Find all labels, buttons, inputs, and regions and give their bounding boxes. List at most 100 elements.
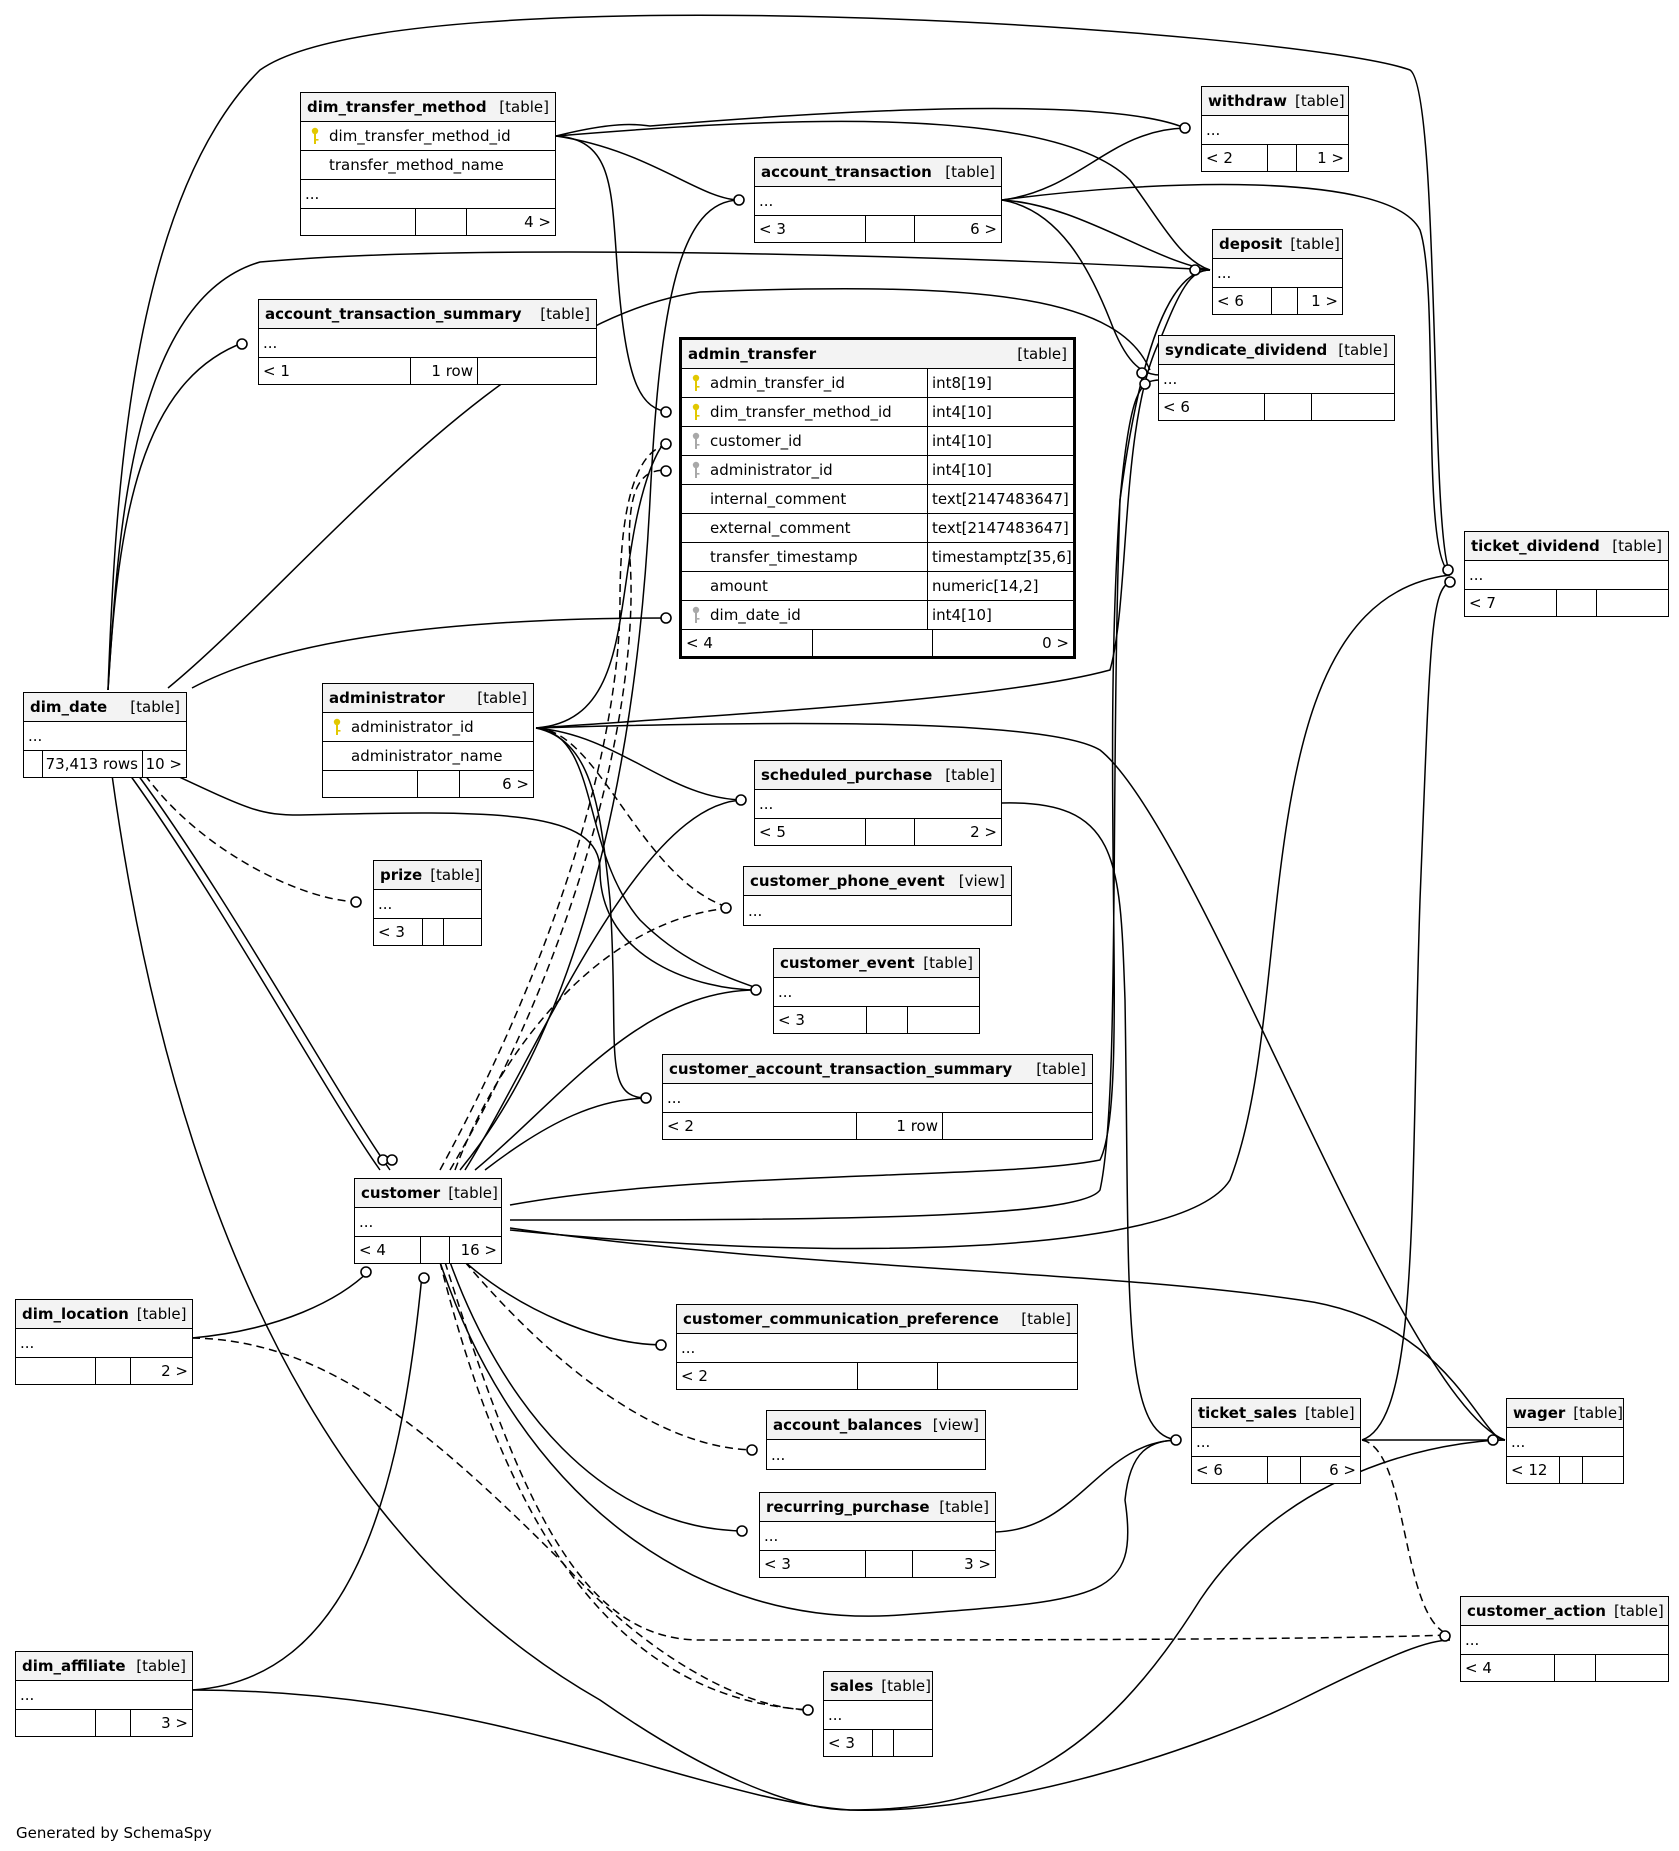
parents-count[interactable]: < 3	[828, 1734, 855, 1752]
table-header[interactable]: account_transaction[table]	[755, 158, 1001, 187]
more-columns-row[interactable]: ...	[767, 1440, 985, 1469]
children-count[interactable]: 6 >	[459, 771, 533, 797]
table-account-balances[interactable]: account_balances[view]...	[766, 1410, 986, 1470]
more-columns-row[interactable]: ...	[755, 187, 1001, 216]
more-columns-row[interactable]: ...	[1192, 1428, 1360, 1457]
table-customer-phone-event[interactable]: customer_phone_event[view]...	[743, 866, 1012, 926]
more-columns-row[interactable]: ...	[374, 890, 481, 919]
parents-count[interactable]: < 2	[1206, 149, 1233, 167]
table-header[interactable]: administrator[table]	[323, 684, 533, 713]
parents-count[interactable]: < 4	[1465, 1659, 1492, 1677]
table-header[interactable]: ticket_sales[table]	[1192, 1399, 1360, 1428]
column-row[interactable]: administrator_name	[323, 742, 533, 771]
table-customer-account-transaction-summary[interactable]: customer_account_transaction_summary[tab…	[662, 1054, 1093, 1140]
more-columns-row[interactable]: ...	[1507, 1428, 1623, 1457]
table-header[interactable]: admin_transfer[table]	[682, 340, 1073, 369]
more-columns-row[interactable]: ...	[744, 896, 1011, 925]
row-count[interactable]: 1 row	[856, 1113, 942, 1139]
column-row[interactable]: transfer_method_name	[301, 151, 555, 180]
children-count[interactable]: 4 >	[466, 209, 555, 235]
more-columns-row[interactable]: ...	[1461, 1626, 1668, 1655]
parents-count[interactable]: < 6	[1217, 292, 1244, 310]
table-header[interactable]: customer[table]	[355, 1179, 501, 1208]
table-header[interactable]: customer_phone_event[view]	[744, 867, 1011, 896]
more-columns-row[interactable]: ...	[1202, 116, 1348, 145]
parents-count[interactable]: < 1	[263, 362, 290, 380]
more-columns-row[interactable]: ...	[301, 180, 555, 209]
more-columns-row[interactable]: ...	[355, 1208, 501, 1237]
table-header[interactable]: customer_action[table]	[1461, 1597, 1668, 1626]
table-header[interactable]: account_balances[view]	[767, 1411, 985, 1440]
table-syndicate-dividend[interactable]: syndicate_dividend[table]...< 6	[1158, 335, 1395, 421]
children-count[interactable]: 10 >	[142, 751, 186, 777]
table-dim-location[interactable]: dim_location[table]...2 >	[15, 1299, 193, 1385]
parents-count[interactable]: < 3	[759, 220, 786, 238]
table-ticket-dividend[interactable]: ticket_dividend[table]...< 7	[1464, 531, 1669, 617]
parents-count[interactable]: < 4	[359, 1241, 386, 1259]
table-header[interactable]: account_transaction_summary[table]	[259, 300, 596, 329]
parents-count[interactable]: < 2	[667, 1117, 694, 1135]
table-header[interactable]: prize[table]	[374, 861, 481, 890]
column-row[interactable]: dim_transfer_method_id	[301, 122, 555, 151]
table-header[interactable]: dim_affiliate[table]	[16, 1652, 192, 1681]
table-header[interactable]: dim_transfer_method[table]	[301, 93, 555, 122]
table-header[interactable]: recurring_purchase[table]	[760, 1493, 995, 1522]
parents-count[interactable]: < 3	[764, 1555, 791, 1573]
table-header[interactable]: customer_communication_preference[table]	[677, 1305, 1077, 1334]
children-count[interactable]: 6 >	[914, 216, 1001, 242]
table-header[interactable]: wager[table]	[1507, 1399, 1623, 1428]
children-count[interactable]: 3 >	[912, 1551, 995, 1577]
parents-count[interactable]: < 3	[778, 1011, 805, 1029]
more-columns-row[interactable]: ...	[755, 790, 1001, 819]
parents-count[interactable]: < 4	[686, 634, 713, 652]
table-wager[interactable]: wager[table]... < 12	[1506, 1398, 1624, 1484]
children-count[interactable]: 0 >	[932, 630, 1073, 656]
more-columns-row[interactable]: ...	[774, 978, 979, 1007]
table-dim-transfer-method[interactable]: dim_transfer_method[table]dim_transfer_m…	[300, 92, 556, 236]
children-count[interactable]: 2 >	[130, 1358, 192, 1384]
table-header[interactable]: customer_account_transaction_summary[tab…	[663, 1055, 1092, 1084]
children-count[interactable]: 2 >	[914, 819, 1001, 845]
table-customer-communication-preference[interactable]: customer_communication_preference[table]…	[676, 1304, 1078, 1390]
parents-count[interactable]: < 6	[1163, 398, 1190, 416]
parents-count[interactable]: < 12	[1511, 1461, 1548, 1479]
parents-count[interactable]: < 7	[1469, 594, 1496, 612]
more-columns-row[interactable]: ...	[1465, 561, 1668, 590]
more-columns-row[interactable]: ...	[1159, 365, 1394, 394]
table-header[interactable]: customer_event[table]	[774, 949, 979, 978]
table-dim-affiliate[interactable]: dim_affiliate[table]...3 >	[15, 1651, 193, 1737]
more-columns-row[interactable]: ...	[16, 1681, 192, 1710]
more-columns-row[interactable]: ...	[663, 1084, 1092, 1113]
parents-count[interactable]: < 2	[681, 1367, 708, 1385]
row-count[interactable]: 1 row	[410, 358, 477, 384]
table-header[interactable]: sales[table]	[824, 1672, 932, 1701]
parents-count[interactable]: < 5	[759, 823, 786, 841]
more-columns-row[interactable]: ...	[760, 1522, 995, 1551]
table-customer-action[interactable]: customer_action[table]... < 4	[1460, 1596, 1669, 1682]
table-header[interactable]: withdraw[table]	[1202, 87, 1348, 116]
table-header[interactable]: scheduled_purchase[table]	[755, 761, 1001, 790]
more-columns-row[interactable]: ...	[824, 1701, 932, 1730]
table-sales[interactable]: sales[table]... < 3	[823, 1671, 933, 1757]
table-scheduled-purchase[interactable]: scheduled_purchase[table]... < 5 2 >	[754, 760, 1002, 846]
row-count[interactable]: 73,413 rows	[42, 751, 142, 777]
children-count[interactable]: 6 >	[1300, 1457, 1360, 1483]
children-count[interactable]: 3 >	[130, 1710, 192, 1736]
more-columns-row[interactable]: ...	[16, 1329, 192, 1358]
table-recurring-purchase[interactable]: recurring_purchase[table]... < 3 3 >	[759, 1492, 996, 1578]
more-columns-row[interactable]: ...	[677, 1334, 1077, 1363]
table-header[interactable]: dim_date[table]	[24, 693, 186, 722]
